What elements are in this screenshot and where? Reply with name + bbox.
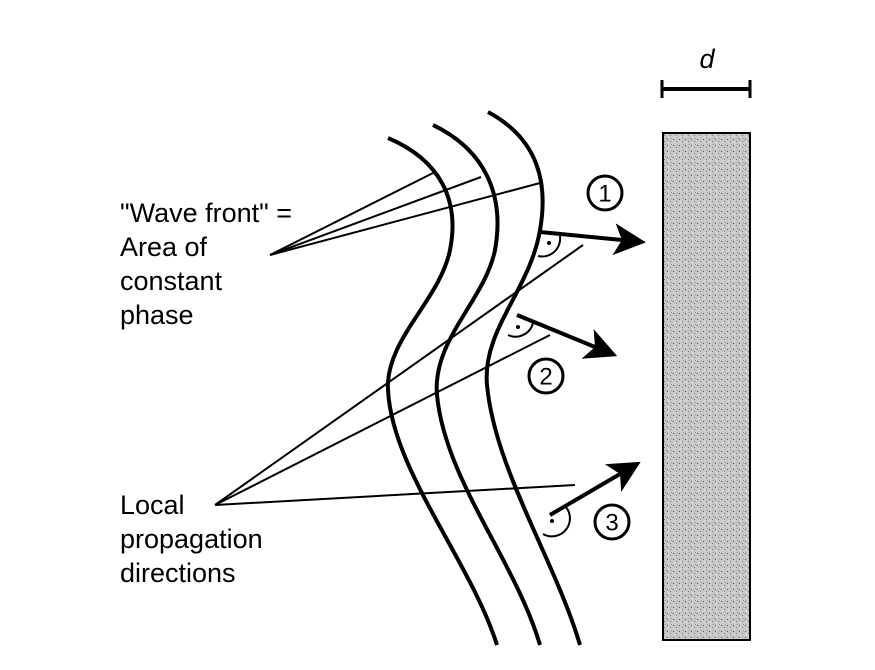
leader-lines xyxy=(214,171,584,506)
arrow-2 xyxy=(516,313,618,359)
sample-slab xyxy=(662,132,751,641)
direction-number-1: 1 xyxy=(586,174,624,212)
thickness-scale-bar xyxy=(660,80,752,98)
thickness-label: d xyxy=(699,44,715,74)
propagation-arrows xyxy=(516,223,646,517)
direction-number-2: 2 xyxy=(527,357,565,395)
svg-text:3: 3 xyxy=(605,510,618,537)
svg-text:Local: Local xyxy=(120,490,185,520)
svg-text:phase: phase xyxy=(120,300,194,330)
svg-text:Area of: Area of xyxy=(120,232,208,262)
right-angle-markers xyxy=(507,235,571,538)
svg-text:directions: directions xyxy=(120,558,236,588)
svg-text:2: 2 xyxy=(539,364,552,391)
svg-text:"Wave front" =: "Wave front" = xyxy=(120,198,292,228)
svg-text:constant: constant xyxy=(120,266,223,296)
wave-front-1 xyxy=(385,136,499,646)
arrow-1 xyxy=(539,223,646,256)
svg-text:1: 1 xyxy=(598,181,611,208)
wave-front-3 xyxy=(484,110,582,646)
wavefront-label: "Wave front" = Area of constant phase xyxy=(120,198,292,330)
direction-number-3: 3 xyxy=(593,503,631,541)
propagation-label: Local propagation directions xyxy=(120,490,263,588)
arrow-3 xyxy=(548,461,641,517)
svg-text:propagation: propagation xyxy=(120,524,263,554)
